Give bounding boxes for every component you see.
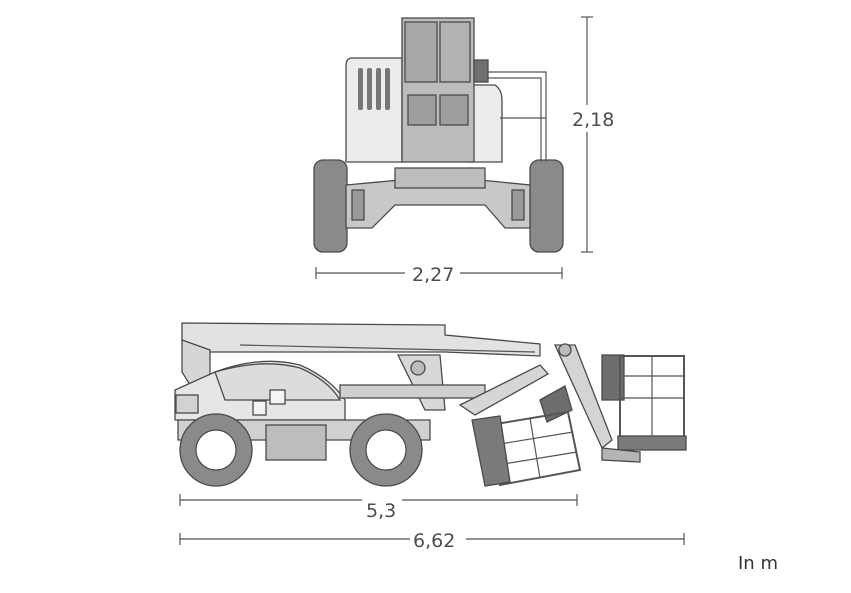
side-body-panel xyxy=(252,400,267,416)
side-view xyxy=(174,322,687,487)
front-mast-panel xyxy=(404,21,438,83)
front-chassis-bracket-left xyxy=(351,189,365,221)
front-height-dimension xyxy=(581,16,593,253)
raised-basket-floor xyxy=(617,435,687,451)
front-left-wheel xyxy=(313,159,348,253)
front-guard-rail xyxy=(488,71,547,162)
front-width-dimension xyxy=(315,267,563,279)
front-chassis-bracket-right xyxy=(511,189,525,221)
side-stowed-length-dimension xyxy=(179,494,578,506)
front-view xyxy=(313,17,564,253)
front-height-label: 2,18 xyxy=(572,109,614,131)
front-mast-cylinder xyxy=(407,94,437,126)
side-axle-housing xyxy=(265,424,327,461)
front-right-wheel xyxy=(529,159,564,253)
front-turntable xyxy=(394,167,486,189)
lowered-basket xyxy=(471,385,582,487)
side-chassis-top xyxy=(339,384,486,399)
hood-vents xyxy=(358,68,390,110)
front-right-cover xyxy=(469,84,503,163)
side-stowed-length-label: 5,3 xyxy=(366,500,396,522)
raised-basket xyxy=(601,354,687,463)
raised-basket-control-box xyxy=(601,354,625,401)
side-total-length-dimension xyxy=(179,533,685,545)
front-mast-panel-right xyxy=(439,21,471,83)
side-rear-badge xyxy=(175,394,199,414)
side-body-panel-2 xyxy=(269,389,286,405)
front-engine-hood xyxy=(345,57,403,163)
side-total-length-label: 6,62 xyxy=(413,530,455,552)
jib-arm-lowered xyxy=(458,364,550,416)
front-mast-cylinder-right xyxy=(439,94,469,126)
front-width-label: 2,27 xyxy=(412,264,454,286)
lowered-basket-floor xyxy=(471,415,511,487)
front-control-box xyxy=(473,59,489,83)
unit-label: In m xyxy=(738,553,778,574)
